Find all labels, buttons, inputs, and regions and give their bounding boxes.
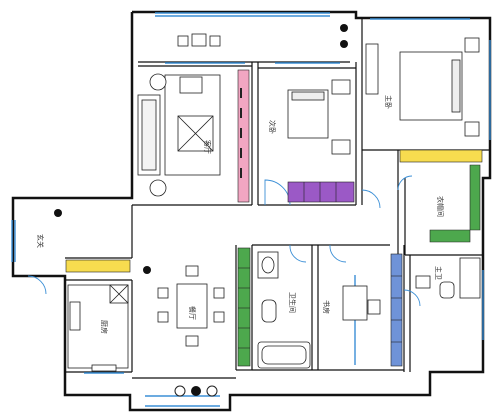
balcony-furniture [177,33,221,47]
master-bedroom-furniture [365,37,480,137]
pink-storage [237,69,250,203]
dining-furniture [157,265,225,347]
living-room-tv-cabinet [240,88,242,178]
study-furniture [342,285,381,321]
master-bedroom-label: 主卧 [384,95,393,109]
dining-room-label: 餐厅 [188,306,197,320]
bathroom-fixtures [257,251,311,369]
exterior-walls [11,10,492,412]
kitchen-label: 厨房 [100,320,109,334]
yellow-storage-kitchen [65,259,131,273]
blue-storage-dividers [391,275,402,343]
second-bedroom-furniture [287,79,351,155]
green-storage-corridor-dividers [238,267,250,349]
purple-storage [287,181,355,203]
green-storage-cloakroom [429,164,481,243]
plant-icon [54,24,348,274]
study-label: 书房 [322,300,331,314]
living-room-label: 客厅 [203,140,212,154]
green-storage-corridor [237,247,251,367]
yellow-storage-cloakroom [399,149,483,163]
dining-balcony-plants [174,385,218,397]
blue-storage [390,253,403,367]
kitchen-fixtures [67,284,129,372]
second-bedroom-label: 次卧 [268,120,277,134]
master-bath-fixtures [415,257,481,299]
bathroom-label: 卫生间 [288,292,297,313]
cloakroom-label: 衣帽间 [436,196,445,217]
interior-walls [65,18,490,379]
entrance-label: 玄关 [36,234,45,248]
purple-storage-dividers [303,182,337,202]
master-bath-label: 主卫 [434,266,443,280]
living-room-furniture [137,73,221,197]
